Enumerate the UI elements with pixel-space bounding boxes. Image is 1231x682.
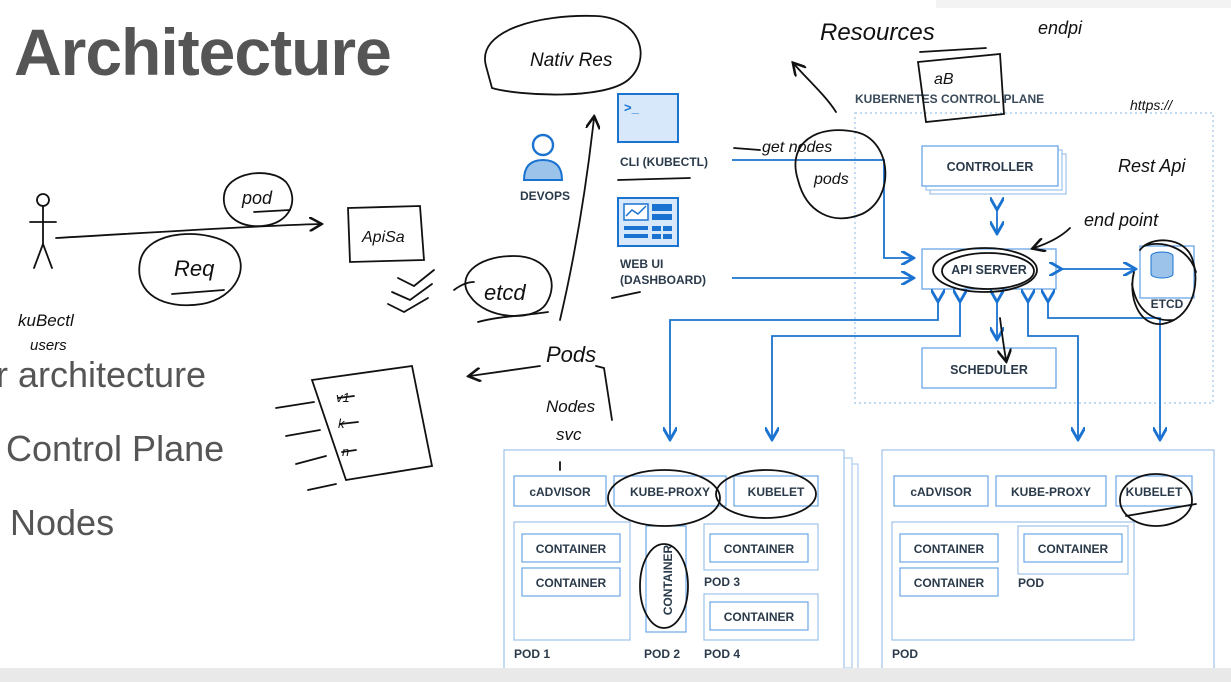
person-icon: [531, 133, 555, 157]
note-req: Req: [174, 256, 215, 281]
terminal-prompt: >_: [624, 100, 640, 115]
node1-pod1-container-1: CONTAINER: [536, 542, 607, 556]
node2-container-1: CONTAINER: [914, 542, 985, 556]
note-pods: Pods: [546, 342, 596, 367]
node1-kube-proxy: KUBE-PROXY: [630, 485, 710, 499]
node2-container-2: CONTAINER: [914, 576, 985, 590]
note-paper-k: k: [338, 416, 346, 431]
node1-pod1-label: POD 1: [514, 647, 550, 661]
dashboard-label: (DASHBOARD): [620, 273, 706, 287]
control-plane-label: KUBERNETES CONTROL PLANE: [855, 92, 1044, 106]
note-get-nodes: get nodes: [762, 139, 832, 156]
node2-container-3: CONTAINER: [1038, 542, 1109, 556]
devops-label: DEVOPS: [520, 189, 570, 203]
scheduler-label: SCHEDULER: [950, 363, 1028, 377]
node2-kube-proxy: KUBE-PROXY: [1011, 485, 1091, 499]
controller-label: CONTROLLER: [947, 160, 1034, 174]
top-bar: [936, 0, 1231, 8]
note-etcd: etcd: [484, 280, 526, 305]
bottom-bar: [0, 668, 1231, 682]
note-native-res: Nativ Res: [530, 50, 613, 71]
node1-pod3-label: POD 3: [704, 575, 740, 589]
note-pod: pod: [241, 188, 273, 208]
node1-pod4-label: POD 4: [704, 647, 740, 661]
node1-pod1-container-2: CONTAINER: [536, 576, 607, 590]
node1-kubelet: KUBELET: [748, 485, 805, 499]
note-https: https://: [1130, 97, 1174, 113]
node1-pod3-container: CONTAINER: [724, 542, 795, 556]
note-api-server: ApiSa: [361, 229, 405, 246]
note-paper-v1: v1: [336, 390, 350, 405]
ink-annotations: [29, 14, 1197, 629]
api-server-label: API SERVER: [951, 263, 1027, 277]
node2-pod-label: POD: [892, 647, 918, 661]
note-rest-api: Rest Api: [1118, 156, 1186, 176]
note-endpoint-top: endpi: [1038, 18, 1083, 38]
note-svc: svc: [556, 425, 582, 444]
bullet-architecture: r architecture: [0, 354, 207, 395]
node2-pod-small-label: POD: [1018, 576, 1044, 590]
note-users: users: [30, 337, 67, 354]
note-end-point: end point: [1084, 210, 1159, 230]
slide-title: Architecture: [14, 15, 392, 89]
node1-pod2-container: CONTAINER: [661, 544, 675, 615]
controller-box: [921, 145, 1059, 187]
node1-pod4-container: CONTAINER: [724, 610, 795, 624]
terminal-icon: [617, 93, 679, 143]
note-nodes: Nodes: [546, 397, 596, 416]
cli-label: CLI (KUBECTL): [620, 155, 708, 169]
note-resources: Resources: [820, 19, 935, 46]
node2-cadvisor: cADVISOR: [910, 485, 972, 499]
note-pods-circle: pods: [813, 171, 849, 188]
webui-label: WEB UI: [620, 257, 663, 271]
database-icon: [1150, 256, 1174, 279]
node2-kubelet: KUBELET: [1126, 485, 1183, 499]
bullet-nodes: Nodes: [10, 502, 115, 543]
bullet-control-plane: Control Plane: [6, 428, 225, 469]
note-kubectl: kuBectl: [18, 311, 75, 330]
etcd-label: ETCD: [1151, 297, 1184, 311]
node1-pod2-label: POD 2: [644, 647, 680, 661]
node1-cadvisor: cADVISOR: [529, 485, 591, 499]
note-ab: aB: [934, 71, 954, 88]
note-paper-n: n: [342, 444, 349, 459]
